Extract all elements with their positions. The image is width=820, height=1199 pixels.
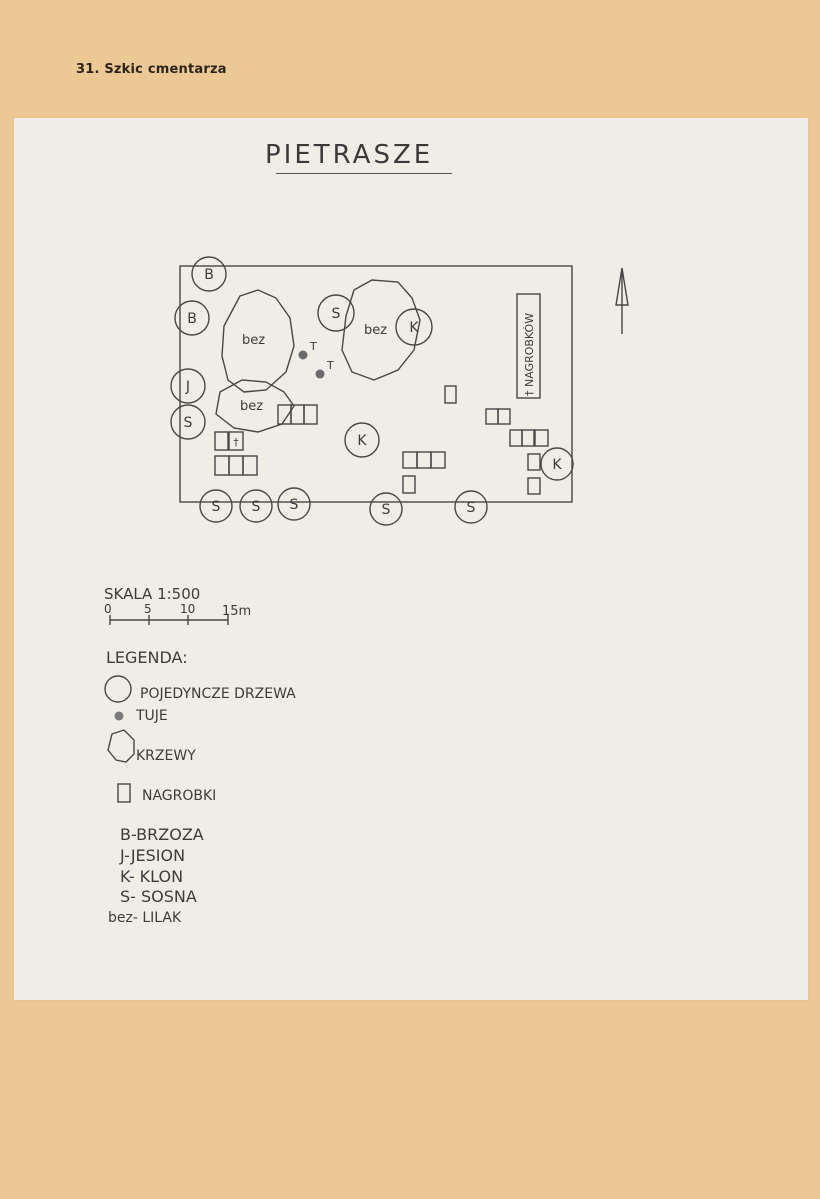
tree-marker: B xyxy=(191,256,227,292)
grave xyxy=(416,451,432,469)
tree-code: S xyxy=(252,499,261,515)
legend-label-thuja: TUJE xyxy=(135,708,168,724)
vertical-label-box xyxy=(516,293,541,399)
grave xyxy=(430,451,446,469)
tree-marker: B xyxy=(174,300,210,336)
shrub-shape-1 xyxy=(221,289,295,393)
shrub-shape-3 xyxy=(215,379,295,433)
tree-code: S xyxy=(212,499,221,515)
grave xyxy=(228,455,244,476)
tree-code: S xyxy=(290,497,299,513)
grave xyxy=(521,429,535,447)
legend-label-shrubs: KRZEWY xyxy=(136,748,196,764)
tree-marker: K xyxy=(344,422,380,458)
legend-label-trees: POJEDYNCZE DRZEWA xyxy=(140,686,296,702)
north-arrow-icon xyxy=(615,267,629,334)
tree-marker: K xyxy=(395,308,433,346)
grave xyxy=(497,408,511,425)
map-title: PIETRASZE xyxy=(265,140,434,170)
legend-code-lilac: bez- LILAK xyxy=(108,910,182,926)
grave xyxy=(509,429,523,447)
scale-tick: 15m xyxy=(222,604,251,619)
shrub-icon xyxy=(107,729,135,763)
scale-tick: 5 xyxy=(144,602,152,616)
tree-code: S xyxy=(382,502,391,518)
shrub-label: bez xyxy=(242,333,265,348)
tree-markers: B B J S S K K K S S S S S xyxy=(170,256,574,526)
circle-icon xyxy=(104,675,132,703)
scale-label: SKALA 1:500 xyxy=(104,585,200,603)
grave xyxy=(444,385,457,404)
tree-code: B xyxy=(204,267,214,283)
legend-code-maple: K- KLON xyxy=(120,867,183,886)
shrub-label: bez xyxy=(240,399,263,414)
legend-code-birch: B-BRZOZA xyxy=(120,825,204,844)
tree-marker: S xyxy=(199,489,233,523)
grave xyxy=(242,455,258,476)
tree-marker: S xyxy=(317,294,355,332)
tree-code: S xyxy=(467,500,476,516)
tree-code: J xyxy=(185,379,190,395)
legend-title: LEGENDA: xyxy=(106,648,188,667)
tree-marker: S xyxy=(277,487,311,521)
dot-icon xyxy=(114,711,124,721)
tree-marker: S xyxy=(239,489,273,523)
tree-marker: K xyxy=(540,447,574,481)
drawing-sheet xyxy=(14,118,808,1000)
shrub-shape-2 xyxy=(341,279,421,381)
grave xyxy=(527,453,541,471)
rect-icon xyxy=(117,783,131,803)
scale-bar: 0 5 10 15m xyxy=(104,602,251,625)
scale-tick: 0 xyxy=(104,602,112,616)
title-underline xyxy=(276,173,452,174)
grave xyxy=(402,475,416,494)
grave xyxy=(228,431,244,451)
grave xyxy=(303,404,318,425)
cemetery-boundary xyxy=(179,265,573,503)
tree-marker: S xyxy=(170,404,206,440)
scale-tick: 10 xyxy=(180,602,195,616)
thuja-dot-icon xyxy=(315,369,325,379)
grave-cross-icon: † xyxy=(233,436,239,449)
tree-marker: J xyxy=(170,368,206,404)
thuja-label: T xyxy=(326,359,334,372)
legend-code-pine: S- SOSNA xyxy=(120,887,197,906)
grave xyxy=(534,429,549,447)
grave xyxy=(214,455,230,476)
tree-code: K xyxy=(552,457,562,473)
page-caption: 31. Szkic cmentarza xyxy=(76,62,227,77)
legend-label-graves: NAGROBKI xyxy=(142,788,216,804)
grave xyxy=(214,431,229,451)
grave xyxy=(527,477,541,495)
shrub-label: bez xyxy=(364,323,387,338)
tree-code: S xyxy=(184,415,193,431)
graves: † xyxy=(214,385,549,495)
tree-code: K xyxy=(357,433,367,449)
tree-code: S xyxy=(332,306,341,322)
vertical-label: † NAGROBKÓW xyxy=(523,313,536,396)
thuja-dot-icon xyxy=(298,350,308,360)
tree-code: K xyxy=(409,320,419,336)
legend-code-ash: J-JESION xyxy=(119,846,185,865)
tree-marker: S xyxy=(454,490,488,524)
thuja-label: T xyxy=(309,340,317,353)
grave xyxy=(402,451,418,469)
tree-code: B xyxy=(187,311,197,327)
grave xyxy=(485,408,499,425)
tree-marker: S xyxy=(369,492,403,526)
